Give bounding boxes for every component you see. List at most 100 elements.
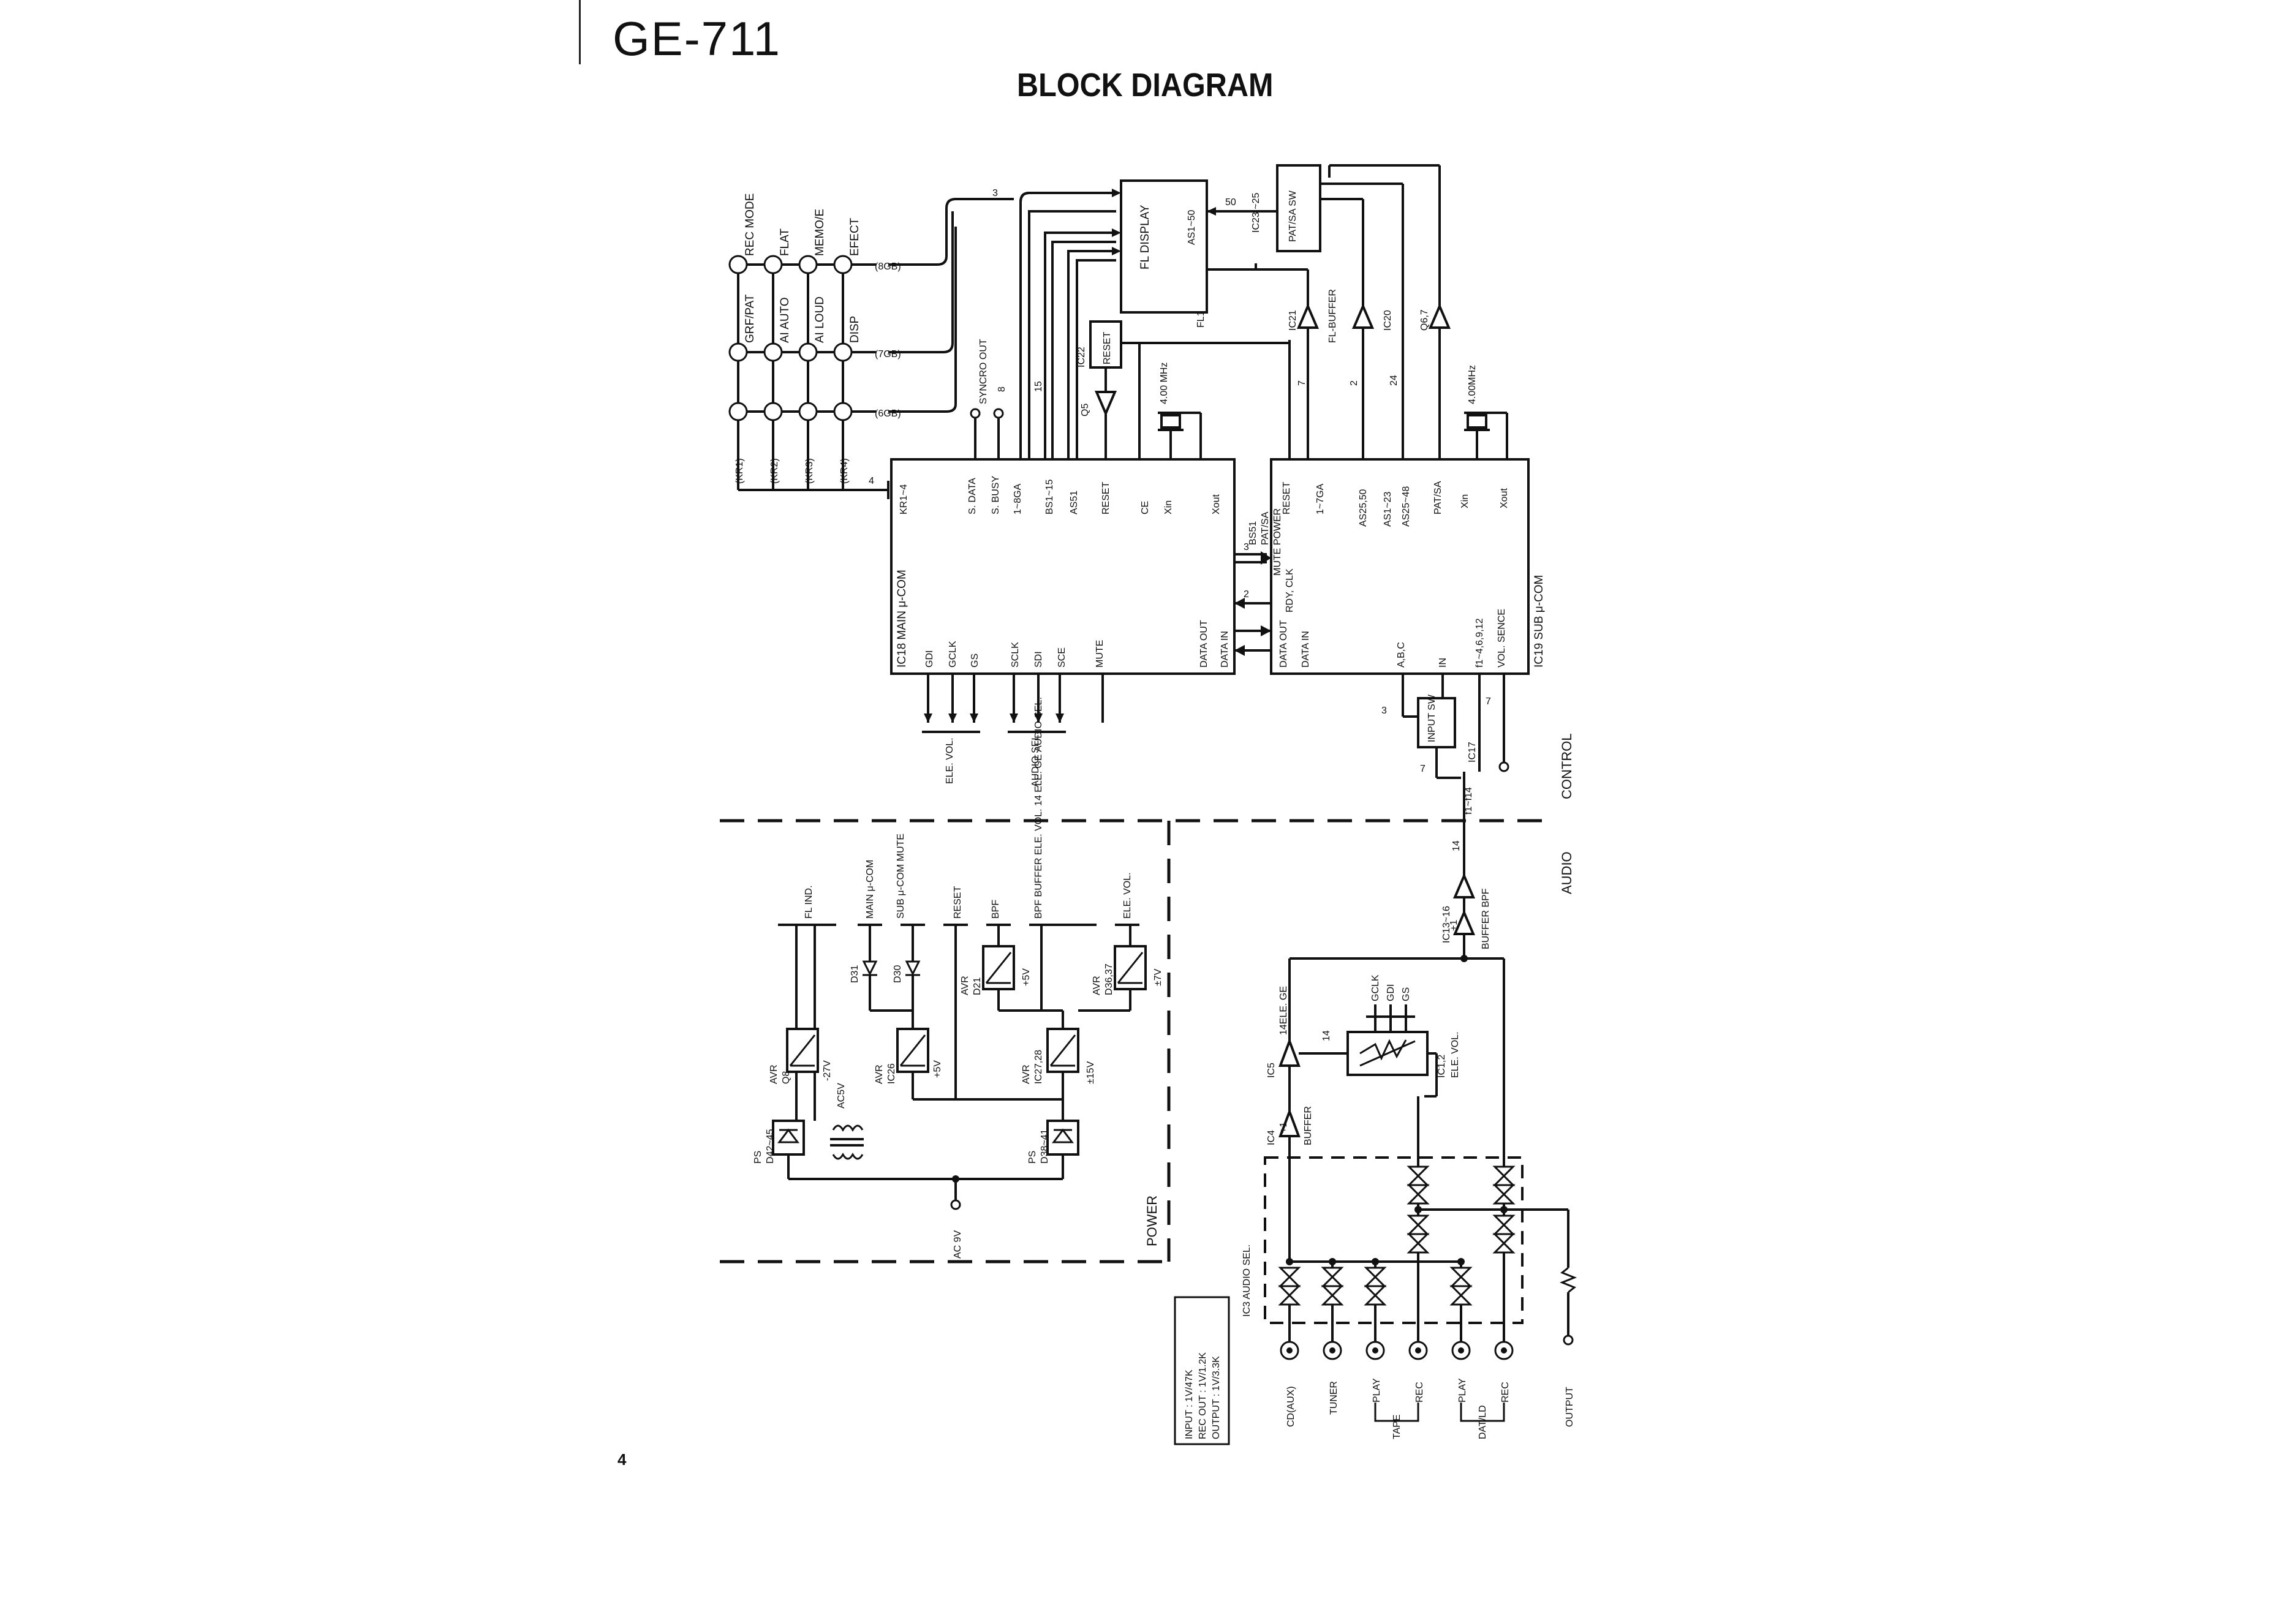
voltage-label: -27V bbox=[822, 1060, 833, 1081]
ac9v-label: AC 9V bbox=[953, 1230, 963, 1259]
main-pin: Xin bbox=[1163, 500, 1174, 514]
ic17-label: IC17 bbox=[1467, 742, 1478, 763]
reg-label: AVR bbox=[960, 976, 970, 995]
bus-count: 14 bbox=[1451, 840, 1462, 851]
key-label: EFECT bbox=[848, 217, 861, 256]
grid-label: (7GB) bbox=[875, 349, 901, 360]
key-node bbox=[798, 342, 818, 362]
sub-pin: 1~7GA bbox=[1315, 483, 1326, 514]
sub-pin: Xout bbox=[1499, 488, 1509, 508]
side-label: BS51 bbox=[1248, 521, 1258, 545]
legend-line: REC OUT : 1V/1.2K bbox=[1198, 1352, 1208, 1439]
fl-display-pin: AS1~50 bbox=[1187, 210, 1197, 245]
key-label: GRF/PAT bbox=[744, 294, 757, 343]
audio-section: 14 IC13~16 BUFFER BPF +1 IC5 14ELE. GE 1… bbox=[1242, 840, 1577, 1439]
power-out-label: MAIN μ-COM bbox=[865, 860, 875, 919]
key-node bbox=[763, 402, 783, 421]
key-node bbox=[728, 402, 748, 421]
section-label-control: CONTROL bbox=[1559, 733, 1574, 799]
patsa-label: PAT/SA SW bbox=[1288, 190, 1298, 242]
key-label: DISP bbox=[848, 316, 861, 343]
jack-label: REC bbox=[1500, 1382, 1511, 1403]
key-label: FLAT bbox=[779, 228, 791, 256]
key-label: MEMO/E bbox=[814, 209, 826, 256]
section-label-audio: AUDIO bbox=[1559, 851, 1574, 894]
key-node bbox=[728, 255, 748, 274]
reg-label: AVR bbox=[874, 1064, 885, 1084]
xtal-label: 4.00 MHz bbox=[1159, 363, 1169, 404]
analog-switches bbox=[1278, 1165, 1516, 1306]
ic4-label: IC4 bbox=[1266, 1130, 1277, 1145]
ic5-label: IC5 bbox=[1266, 1063, 1277, 1078]
side-label: MUTE POWER bbox=[1272, 508, 1283, 576]
bus-count: 7 bbox=[1297, 380, 1307, 386]
main-pin: S. BUSY bbox=[991, 476, 1001, 514]
grid-label: (8GB) bbox=[875, 262, 901, 272]
kr-label: (KR3) bbox=[804, 458, 815, 484]
page-number: 4 bbox=[617, 1450, 627, 1469]
reset-box-label: RESET bbox=[1102, 331, 1112, 364]
gdi-label: GDI bbox=[1386, 984, 1396, 1001]
ic23-label: IC23 ~25 bbox=[1251, 193, 1261, 233]
main-pin: SDI bbox=[1033, 651, 1044, 668]
audio-sel-label: AUDIO SEL. bbox=[1030, 732, 1041, 787]
reg-label: AVR bbox=[1021, 1064, 1032, 1084]
bus-count: 7 bbox=[1420, 764, 1426, 774]
reg-label: AVR bbox=[1092, 976, 1102, 995]
main-pin: CE bbox=[1140, 501, 1150, 514]
power-out-label: SUB μ-COM MUTE bbox=[896, 834, 906, 919]
voltage-label: ±7V bbox=[1153, 968, 1163, 986]
sub-pin: RESET bbox=[1282, 481, 1292, 514]
bus-count: 24 bbox=[1389, 375, 1399, 386]
main-pin: DATA IN bbox=[1220, 631, 1230, 668]
diode-label: D30 bbox=[893, 965, 903, 983]
bus-count: 4 bbox=[869, 476, 874, 486]
key-node bbox=[763, 255, 783, 274]
main-ucom-label: IC18 MAIN μ-COM bbox=[896, 570, 908, 668]
ps-label: D38~41 bbox=[1040, 1129, 1050, 1164]
bus-count: 3 bbox=[992, 188, 998, 198]
power-out-label: RESET bbox=[953, 886, 963, 919]
fl-display-label: FL DISPLAY bbox=[1139, 205, 1152, 269]
fl-buffer-label: FL-BUFFER bbox=[1327, 289, 1338, 343]
jack-label: OUTPUT bbox=[1565, 1387, 1575, 1427]
bpf-amp bbox=[1452, 872, 1476, 898]
q67-label: Q6,7 bbox=[1419, 309, 1430, 331]
buffer-label: BUFFER bbox=[1303, 1106, 1313, 1145]
sub-pin: AS1~23 bbox=[1383, 492, 1393, 527]
sub-pin: AS25,50 bbox=[1358, 489, 1369, 527]
key-matrix: REC MODE FLAT MEMO/E EFECT GRF/PAT AI AU… bbox=[728, 194, 901, 499]
main-bottom-outputs: ELE. VOL. AUDIO SEL. bbox=[922, 674, 1104, 787]
jack-label: CD(AUX) bbox=[1286, 1386, 1296, 1427]
power-section: FL IND. MAIN μ-COM SUB μ-COM MUTE RESET … bbox=[753, 697, 1163, 1259]
reset-circuit: RESET IC22 Q5 4.00 MHz 4.00MHz bbox=[1076, 320, 1508, 459]
side-label: PAT/SA bbox=[1260, 511, 1271, 545]
q67-buffer bbox=[1428, 303, 1451, 329]
main-ucom: IC18 MAIN μ-COM KR1~4 S. DATA S. BUSY 1~… bbox=[890, 339, 1236, 675]
q5-buffer bbox=[1094, 391, 1117, 417]
plus1-ic4: +1 bbox=[1278, 1122, 1289, 1133]
ic22-label: IC22 bbox=[1076, 347, 1087, 367]
plus1-label: +1 bbox=[1449, 920, 1459, 931]
diode-label: D31 bbox=[850, 965, 860, 983]
key-node bbox=[833, 255, 853, 274]
title-rule bbox=[579, 0, 581, 64]
ele-vol-audio-label: ELE. VOL. bbox=[1450, 1031, 1460, 1078]
sub-pin: IN bbox=[1438, 658, 1448, 668]
ic3-label: IC3 AUDIO SEL. bbox=[1242, 1245, 1252, 1317]
key-node bbox=[833, 402, 853, 421]
power-out-label: BPF bbox=[991, 900, 1001, 919]
main-pin: GS bbox=[970, 653, 980, 668]
ic13-label: IC13~16 bbox=[1441, 906, 1452, 943]
key-label: AI AUTO bbox=[779, 297, 791, 343]
voltage-label: +5V bbox=[1021, 968, 1032, 986]
power-out-label: FL IND. bbox=[804, 885, 814, 919]
key-node bbox=[798, 255, 818, 274]
sub-pin: f1~4,6,9,12 bbox=[1475, 618, 1485, 668]
bus-count: 14 bbox=[1321, 1030, 1332, 1041]
sub-pin: DATA OUT bbox=[1278, 620, 1289, 668]
reg-label: IC26 bbox=[886, 1063, 897, 1084]
ic20-buffer bbox=[1351, 303, 1375, 329]
key-node bbox=[763, 342, 783, 362]
